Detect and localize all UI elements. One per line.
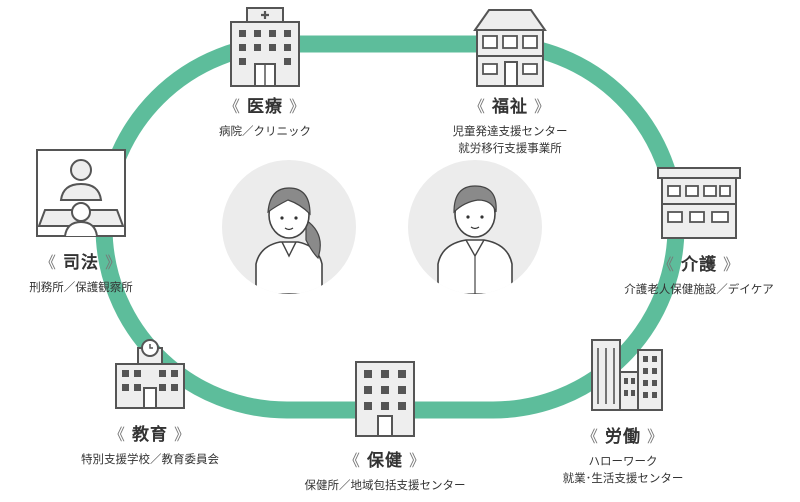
category-subtitle: 就労移行支援事業所 <box>458 141 562 155</box>
category-kyoiku: 《 教育 》 特別支援学校／教育委員会 <box>55 338 245 468</box>
category-title: 《 保健 》 <box>343 450 427 472</box>
category-subtitle: ハローワーク <box>588 454 658 468</box>
category-title: 《 教育 》 <box>108 424 192 446</box>
health-center-icon <box>355 361 415 437</box>
category-iryo: 《 医療 》 病院／クリニック <box>185 6 345 140</box>
care-facility-icon <box>657 167 741 239</box>
category-shiho: 《 司法 》 刑務所／保護観察所 <box>6 148 156 296</box>
category-subtitle: 刑務所／保護観察所 <box>29 280 133 294</box>
category-subtitle: 病院／クリニック <box>219 124 311 138</box>
category-fukushi: 《 福祉 》 児童発達支援センター 就労移行支援事業所 <box>430 6 590 157</box>
category-rodo: 《 労働 》 ハローワーク 就業･生活支援センター <box>528 338 718 487</box>
category-title: 《 介護 》 <box>657 254 741 276</box>
category-title: 《 労働 》 <box>581 426 665 448</box>
interview-icon <box>36 149 126 237</box>
male-professional-icon <box>437 185 513 294</box>
hospital-icon <box>230 7 300 87</box>
category-title: 《 福祉 》 <box>468 96 552 118</box>
category-kaigo: 《 介護 》 介護老人保健施設／デイケア <box>606 166 792 298</box>
welfare-house-icon <box>473 9 547 87</box>
category-subtitle: 特別支援学校／教育委員会 <box>81 452 219 466</box>
category-subtitle: 保健所／地域包括支援センター <box>304 478 466 492</box>
school-icon <box>115 339 185 409</box>
office-buildings-icon <box>591 339 663 411</box>
category-title: 《 司法 》 <box>39 252 123 274</box>
female-professional-icon <box>255 187 323 294</box>
male-professional-circle <box>408 160 542 294</box>
female-professional-circle <box>222 160 356 294</box>
category-title: 《 医療 》 <box>223 96 307 118</box>
category-subtitle: 就業･生活支援センター <box>562 471 684 485</box>
category-hoken: 《 保健 》 保健所／地域包括支援センター <box>285 358 485 494</box>
category-subtitle: 児童発達支援センター <box>452 124 568 138</box>
category-subtitle: 介護老人保健施設／デイケア <box>624 282 774 296</box>
